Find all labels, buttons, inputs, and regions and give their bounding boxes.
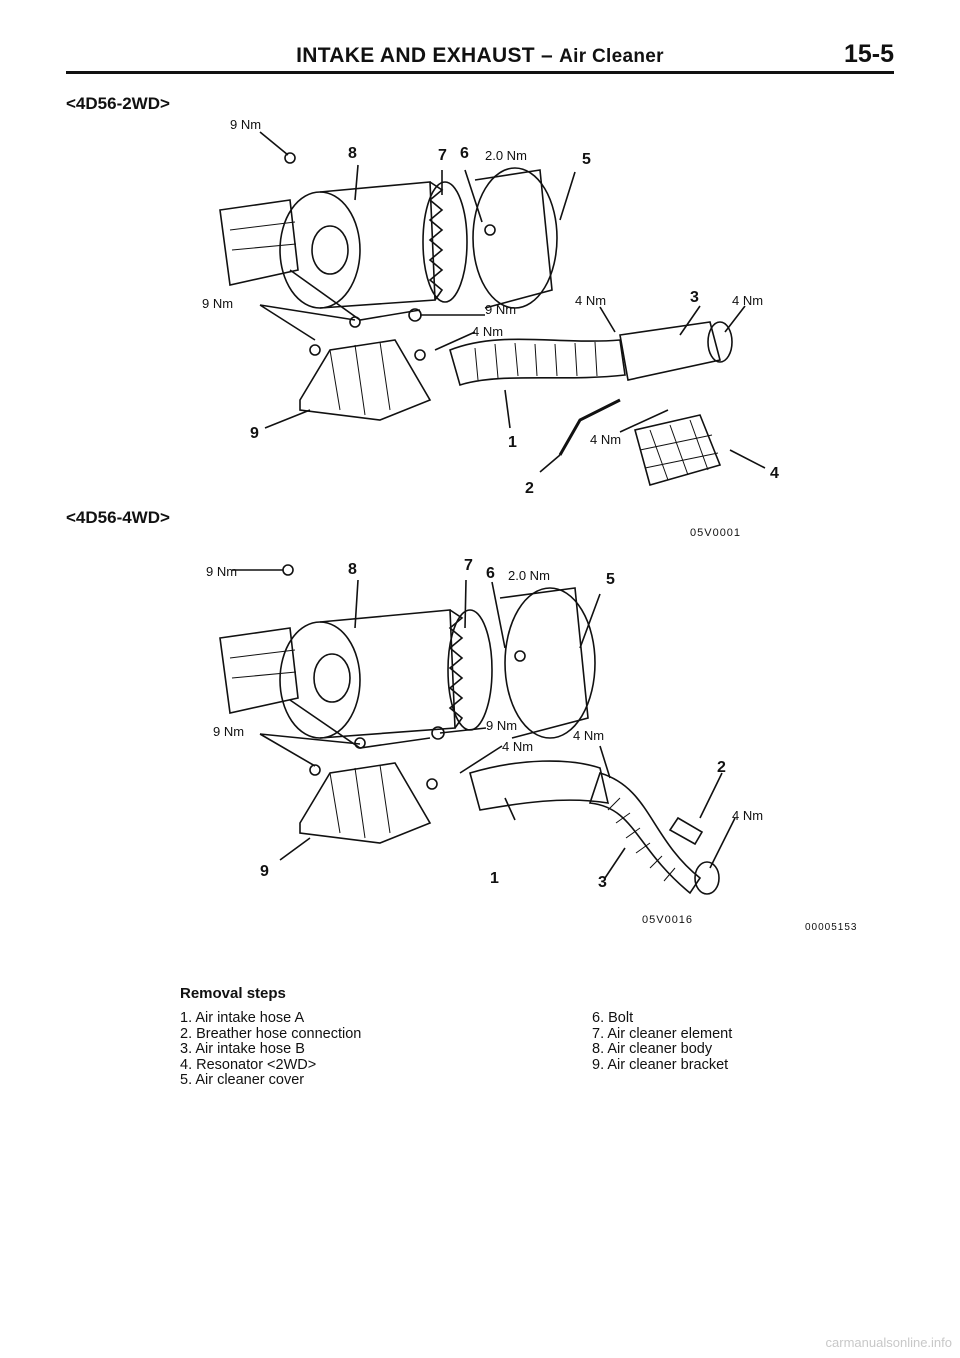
- air-intake-hose-a: [449, 338, 626, 387]
- air-cleaner-cover: [504, 587, 596, 739]
- removal-step: 1. Air intake hose A: [180, 1010, 305, 1026]
- removal-steps-heading: Removal steps: [180, 985, 286, 1002]
- air-duct-inlet: [219, 627, 299, 714]
- part-callout: 5: [606, 571, 615, 588]
- part-callout: 7: [464, 557, 473, 574]
- bolt-icon: [284, 152, 296, 164]
- variant-label-4wd: <4D56-4WD>: [66, 508, 170, 527]
- torque-label: 4 Nm: [472, 324, 503, 339]
- removal-step: 4. Resonator <2WD>: [180, 1056, 317, 1073]
- figure-code-2wd: 05V0001: [690, 527, 742, 539]
- torque-label: 2.0 Nm: [485, 148, 527, 163]
- removal-step: 5. Air cleaner cover: [180, 1072, 305, 1088]
- part-callout: 8: [348, 561, 357, 578]
- torque-label: 4 Nm: [590, 432, 621, 447]
- bolt-icon: [282, 564, 294, 576]
- resonator: [634, 414, 722, 486]
- air-duct-inlet: [219, 199, 299, 286]
- part-callout: 1: [508, 434, 517, 451]
- diagram-2wd: 9 Nm 2.0 Nm 9 Nm 9 Nm 4 Nm 4 Nm 4 Nm 4 N…: [202, 117, 779, 497]
- air-cleaner-element: [428, 181, 444, 301]
- air-cleaner-body: [319, 181, 436, 309]
- section-subtitle: Air Cleaner: [559, 46, 664, 67]
- air-intake-hose-b: [588, 772, 702, 895]
- part-callout: 9: [250, 425, 259, 442]
- bolt-icon: [309, 344, 321, 356]
- breather-hose: [558, 398, 621, 456]
- removal-step: 8. Air cleaner body: [592, 1041, 713, 1057]
- part-callout: 3: [598, 874, 607, 891]
- air-cleaner-body: [319, 609, 456, 739]
- part-callout: 9: [260, 863, 269, 880]
- bolt-icon: [426, 778, 438, 790]
- page-title: INTAKE AND EXHAUST – Air Cleaner: [0, 44, 960, 68]
- air-cleaner-bracket: [299, 762, 432, 844]
- removal-step: 3. Air intake hose B: [180, 1041, 305, 1057]
- watermark: carmanualsonline.info: [825, 1335, 952, 1350]
- bolt-icon: [484, 224, 496, 236]
- removal-step: 2. Breather hose connection: [180, 1025, 362, 1042]
- part-callout: 6: [486, 565, 495, 582]
- torque-label: 4 Nm: [575, 293, 606, 308]
- part-callout: 3: [690, 289, 699, 306]
- air-cleaner-element: [448, 609, 464, 729]
- torque-label: 4 Nm: [732, 808, 763, 823]
- bolt-icon: [414, 349, 426, 361]
- removal-step: 7. Air cleaner element: [592, 1025, 733, 1042]
- page-number: 15-5: [843, 40, 894, 68]
- breather-hose-connection: [668, 816, 704, 846]
- part-callout: 2: [717, 759, 726, 776]
- torque-label: 9 Nm: [230, 117, 261, 132]
- air-intake-hose-b: [619, 321, 721, 381]
- part-callout: 8: [348, 145, 357, 162]
- removal-step: 6. Bolt: [592, 1010, 634, 1026]
- torque-label: 9 Nm: [202, 296, 233, 311]
- part-callout: 4: [770, 465, 779, 482]
- torque-label: 9 Nm: [206, 564, 237, 579]
- removal-step: 9. Air cleaner bracket: [592, 1056, 729, 1073]
- title-separator: –: [541, 44, 554, 67]
- torque-label: 4 Nm: [732, 293, 763, 308]
- part-callout: 6: [460, 145, 469, 162]
- section-title: INTAKE AND EXHAUST: [296, 44, 535, 67]
- torque-label: 4 Nm: [573, 728, 604, 743]
- air-cleaner-cover: [472, 167, 558, 309]
- part-callout: 5: [582, 151, 591, 168]
- part-callout: 1: [490, 870, 499, 887]
- figure-code-4wd: 05V0016: [642, 914, 694, 926]
- part-callout: 7: [438, 147, 447, 164]
- removal-steps-right: 6. Bolt 7. Air cleaner element 8. Air cl…: [592, 1010, 733, 1073]
- torque-label: 9 Nm: [486, 718, 517, 733]
- bolt-icon: [514, 650, 526, 662]
- torque-label: 2.0 Nm: [508, 568, 550, 583]
- bolt-icon: [349, 316, 361, 328]
- air-intake-hose-a: [469, 760, 610, 811]
- header-divider: [66, 71, 894, 74]
- torque-label: 9 Nm: [485, 302, 516, 317]
- variant-label-2wd: <4D56-2WD>: [66, 94, 170, 113]
- diagram-4wd: 9 Nm 2.0 Nm 9 Nm 9 Nm 4 Nm 4 Nm 4 Nm 8 7…: [206, 557, 763, 895]
- part-callout: 2: [525, 480, 534, 497]
- torque-label: 9 Nm: [213, 724, 244, 739]
- torque-label: 4 Nm: [502, 739, 533, 754]
- bolt-icon: [309, 764, 321, 776]
- removal-steps-left: 1. Air intake hose A 2. Breather hose co…: [180, 1010, 362, 1089]
- document-code: 00005153: [805, 922, 858, 933]
